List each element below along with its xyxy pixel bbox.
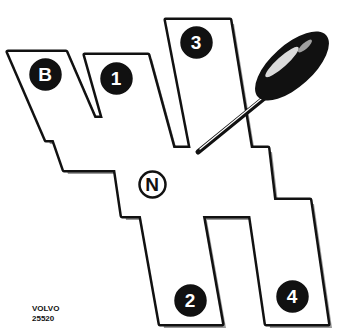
gate-slot [248,200,328,324]
gear-position-circle: 2 [174,284,207,317]
figure-number: 25520 [32,315,54,323]
gear-label: 1 [111,69,122,88]
gate-slot [138,200,222,324]
gear-position-circle: B [29,58,62,91]
brand-mark: VOLVO [32,305,59,313]
gear-label: 4 [287,287,298,306]
gate-fill [8,20,328,324]
gear-position-circle: N [138,170,167,199]
gear-label: 2 [185,291,196,310]
gear-label: B [38,65,52,84]
gate-slot [248,200,328,324]
gear-label: N [145,175,159,194]
gear-position-circle: 4 [276,280,309,313]
gate-slot [138,200,222,324]
gear-position-circle: 3 [180,26,213,59]
gear-position-circle: 1 [100,62,133,95]
gate-outline [8,20,328,324]
gate-slot [166,20,252,155]
gear-lever [198,20,340,152]
gear-label: 3 [191,33,202,52]
gate-slot [166,20,252,155]
